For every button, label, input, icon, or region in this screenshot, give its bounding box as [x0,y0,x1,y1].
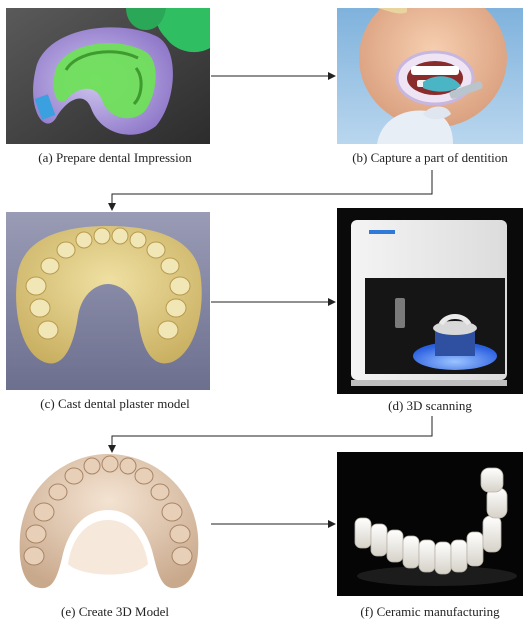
arrow-d-to-e [112,416,432,452]
arrow-b-to-c [112,170,432,210]
